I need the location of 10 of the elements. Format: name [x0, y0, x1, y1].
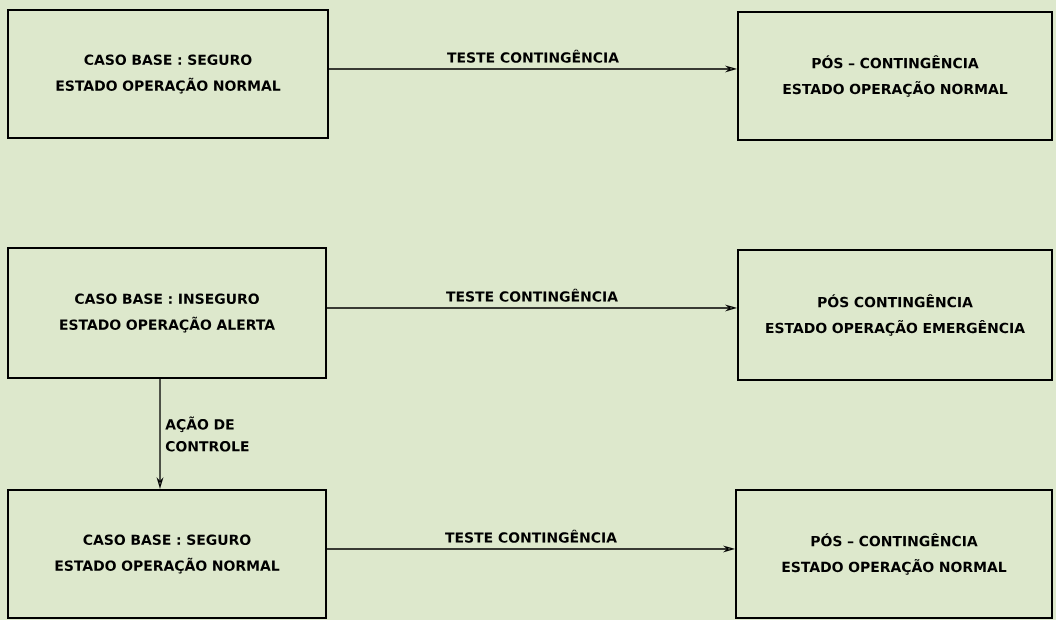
state-box: CASO BASE : SEGURO ESTADO OPERAÇÃO NORMAL — [7, 489, 327, 619]
state-box: CASO BASE : SEGURO ESTADO OPERAÇÃO NORMAL — [7, 9, 329, 139]
state-box: PÓS – CONTINGÊNCIA ESTADO OPERAÇÃO NORMAL — [735, 489, 1053, 619]
edge-label: TESTE CONTINGÊNCIA — [446, 288, 618, 302]
edge-label: TESTE CONTINGÊNCIA — [447, 49, 619, 63]
state-box: PÓS – CONTINGÊNCIA ESTADO OPERAÇÃO NORMAL — [737, 11, 1053, 141]
state-box: CASO BASE : INSEGURO ESTADO OPERAÇÃO ALERTA — [7, 247, 327, 379]
state-box: PÓS CONTINGÊNCIA ESTADO OPERAÇÃO EMERGÊNCIA — [737, 249, 1053, 381]
edge-label: AÇÃO DE CONTROLE — [165, 416, 249, 452]
edge-label: TESTE CONTINGÊNCIA — [445, 529, 617, 543]
